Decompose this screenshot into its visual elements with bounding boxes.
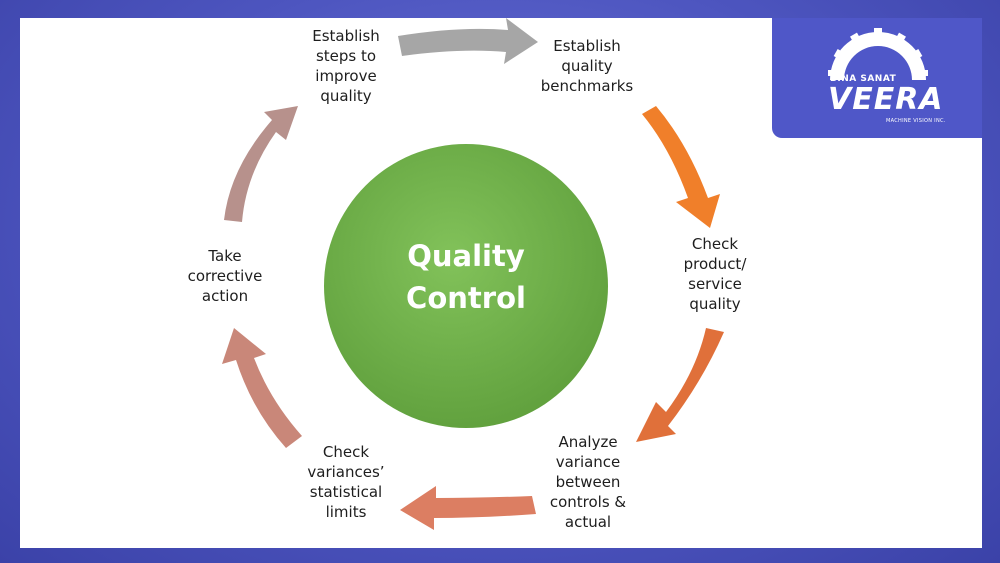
quality-cycle-diagram: Quality Control xyxy=(222,18,724,530)
arrow-lower-left-icon xyxy=(222,328,302,448)
logo-tagline-text: MACHINE VISION INC. xyxy=(886,118,946,124)
center-title-line2: Control xyxy=(406,281,526,315)
step-label-check-quality: Check product/ service quality xyxy=(683,235,747,313)
logo-name-text: VEERA xyxy=(828,82,944,117)
step-label-corrective-action: Take corrective action xyxy=(187,247,263,305)
logo-panel: BINA SANAT VEERA MACHINE VISION INC. xyxy=(772,18,982,138)
veera-logo: BINA SANAT VEERA MACHINE VISION INC. xyxy=(790,22,966,134)
arrow-upper-left-icon xyxy=(224,106,298,222)
center-title-line1: Quality xyxy=(407,239,525,273)
center-circle xyxy=(324,144,608,428)
arrow-lower-right-icon xyxy=(636,328,724,442)
step-label-analyze-variance: Analyze variance between controls & actu… xyxy=(549,433,627,531)
step-label-establish-benchmarks: Establish quality benchmarks xyxy=(540,37,634,95)
step-label-check-variances: Check variances’ statistical limits xyxy=(307,443,385,521)
arrow-upper-right-icon xyxy=(642,106,720,228)
gear-icon xyxy=(828,28,928,80)
arrow-top-icon xyxy=(398,18,538,64)
step-label-establish-steps: Establish steps to improve quality xyxy=(312,27,380,105)
arrow-bottom-icon xyxy=(400,486,536,530)
logo-top-text: BINA SANAT xyxy=(830,74,897,84)
